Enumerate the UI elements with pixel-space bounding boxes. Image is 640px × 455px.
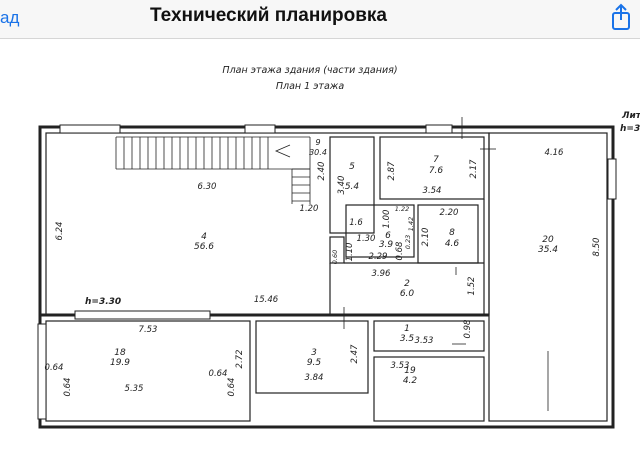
room-8-number: 8 (449, 228, 455, 238)
dim-label: 2.40 (317, 162, 327, 181)
room-8-area: 4.6 (445, 239, 460, 249)
corner-height-label: h=3. (620, 124, 640, 134)
dim-label: 2.20 (440, 208, 459, 218)
room-2-area: 6.0 (400, 289, 415, 299)
dim-label: 8.50 (592, 238, 602, 257)
floor-plan-document: План этажа здания (части здания) План 1 … (0, 39, 640, 450)
dim-label: 3.84 (305, 373, 324, 383)
share-icon[interactable] (606, 2, 636, 32)
dim-label: 1.6 (349, 218, 363, 228)
dim-label: 1.22 (395, 205, 409, 213)
dim-label: 0.64 (45, 363, 64, 373)
dim-label: 0.23 (404, 235, 412, 249)
plan-heading: План этажа здания (части здания) (222, 65, 397, 76)
app-header: ад Технический планировка (0, 0, 640, 39)
room-3-number: 3 (311, 348, 317, 358)
room-20-area: 35.4 (538, 245, 558, 255)
room-19-number: 19 (404, 366, 416, 376)
dim-label: 2.29 (369, 252, 388, 262)
dim-label: 1.10 (345, 243, 355, 262)
windows (37, 124, 617, 420)
room-9-area: 30.4 (309, 148, 327, 157)
door-marks (343, 117, 549, 411)
room-7-area: 7.6 (429, 166, 444, 176)
dim-label: 2.87 (387, 161, 397, 181)
dim-label: 2.10 (421, 228, 431, 247)
dim-label: 15.46 (254, 295, 279, 305)
room-1-area: 3.5 (400, 334, 415, 344)
plan-subheading: План 1 этажа (276, 81, 344, 92)
dim-label: 1.42 (407, 217, 415, 231)
room-18-area: 19.9 (110, 358, 130, 368)
dim-label: 4.16 (545, 148, 565, 158)
dim-label: 6.30 (198, 182, 217, 192)
room-6-number: 6 (385, 231, 391, 241)
room-4-area: 56.6 (194, 242, 214, 252)
dim-label: 3.54 (423, 186, 442, 196)
dim-label: 0.60 (331, 250, 339, 264)
dim-label: 1.52 (467, 277, 477, 296)
dim-label: 3.53 (415, 336, 434, 346)
dim-label: 7.53 (139, 325, 158, 335)
room-4-number: 4 (201, 232, 207, 242)
room-3-area: 9.5 (307, 358, 322, 368)
room-18-number: 18 (114, 348, 126, 358)
room-19-area: 4.2 (403, 376, 418, 386)
room-5-area: 5.4 (345, 182, 360, 192)
dim-label: 2.47 (350, 344, 360, 364)
dim-label: 6.24 (55, 222, 65, 241)
dim-label: 0.64 (63, 378, 73, 397)
room-20-number: 20 (542, 235, 554, 245)
room-1-number: 1 (404, 324, 410, 334)
dim-label: 5.35 (125, 384, 144, 394)
height-label: h=3.30 (85, 297, 121, 307)
corner-label: Лит (621, 111, 640, 121)
room-7-number: 7 (433, 155, 439, 165)
room-9-number: 9 (315, 138, 320, 147)
dim-label: 2.17 (469, 159, 479, 179)
dim-label: 1.00 (382, 210, 392, 229)
dim-label: 0.64 (209, 369, 228, 379)
dim-label: 0.98 (463, 319, 473, 339)
dim-label: 1.30 (357, 234, 376, 244)
back-button[interactable]: ад (0, 8, 20, 27)
dim-label: 2.72 (235, 350, 245, 369)
room-2-number: 2 (404, 279, 410, 289)
floor-plan-drawing: План этажа здания (части здания) План 1 … (37, 65, 640, 429)
dim-label: 0.64 (227, 378, 237, 397)
dim-label: 0.68 (395, 241, 405, 261)
staircase (115, 136, 311, 204)
dim-label: 3.96 (372, 269, 392, 279)
room-5-number: 5 (349, 162, 355, 172)
dim-label: 3.53 (391, 361, 410, 371)
dim-label: 3.40 (337, 176, 347, 195)
dim-label: 1.20 (300, 204, 319, 214)
room-6-area: 3.9 (379, 240, 394, 250)
page-title: Технический планировка (150, 5, 387, 26)
